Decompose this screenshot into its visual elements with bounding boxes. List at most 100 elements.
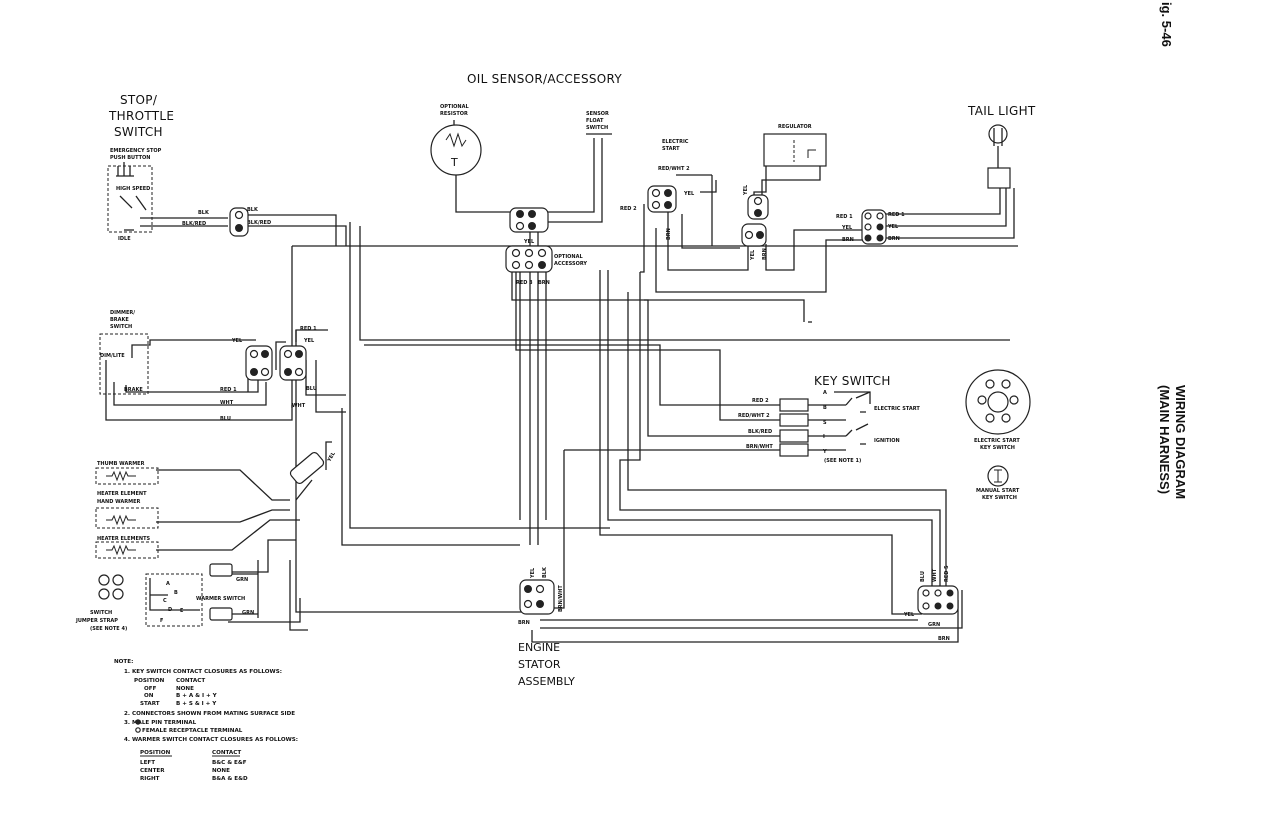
- svg-text:FEMALE RECEPTACLE TERMINAL: FEMALE RECEPTACLE TERMINAL: [142, 728, 243, 734]
- svg-text:Y: Y: [822, 449, 827, 455]
- stop-throttle-switch: STOP/ THROTTLE SWITCH EMERGENCY STOP PUS…: [107, 93, 174, 242]
- svg-text:WARMER SWITCH: WARMER SWITCH: [196, 596, 245, 602]
- svg-text:RED 1: RED 1: [836, 214, 853, 220]
- svg-text:THUMB WARMER: THUMB WARMER: [97, 461, 145, 467]
- svg-text:YEL: YEL: [903, 612, 915, 618]
- harness-wires: [105, 120, 1018, 643]
- svg-text:BRN/WHT: BRN/WHT: [558, 585, 564, 612]
- svg-text:NOTE:: NOTE:: [114, 659, 133, 665]
- svg-text:HIGH SPEED: HIGH SPEED: [116, 186, 150, 192]
- svg-text:KEY SWITCH: KEY SWITCH: [814, 374, 891, 388]
- svg-text:CONTACT: CONTACT: [176, 678, 205, 684]
- svg-text:E: E: [180, 608, 184, 614]
- svg-text:BRN: BRN: [842, 237, 854, 243]
- svg-text:KEY SWITCH: KEY SWITCH: [982, 495, 1017, 501]
- svg-text:RED 1: RED 1: [888, 212, 905, 218]
- svg-text:YEL: YEL: [841, 225, 853, 231]
- svg-text:B: B: [174, 590, 178, 596]
- svg-text:ig. 5-46: ig. 5-46: [1159, 2, 1174, 47]
- svg-text:BLU: BLU: [920, 571, 926, 582]
- svg-text:BRN: BRN: [666, 228, 672, 240]
- svg-text:BLK/RED: BLK/RED: [182, 221, 206, 227]
- svg-text:IDLE: IDLE: [118, 236, 131, 242]
- svg-text:WHT: WHT: [292, 403, 306, 409]
- svg-text:(MAIN HARNESS): (MAIN HARNESS): [1157, 385, 1172, 494]
- svg-text:GRN: GRN: [928, 622, 940, 628]
- engine-stator-labels: YEL BLK BRN/WHT BRN ENGINE STATOR ASSEMB…: [518, 565, 950, 688]
- svg-text:RED 2: RED 2: [752, 398, 769, 404]
- svg-text:T: T: [450, 156, 458, 169]
- svg-text:D: D: [168, 607, 172, 613]
- svg-text:B&C & E&F: B&C & E&F: [212, 760, 247, 766]
- electric-start-top: ELECTRIC START RED/WHT 2 RED 2 YEL: [620, 139, 695, 212]
- svg-text:4. WARMER SWITCH CONTACT CLOS: 4. WARMER SWITCH CONTACT CLOSURES AS FOL…: [124, 737, 298, 743]
- key-switch-faces: ELECTRIC START KEY SWITCH MANUAL START K…: [965, 369, 1031, 501]
- svg-text:OFF: OFF: [144, 686, 157, 692]
- svg-text:ASSEMBLY: ASSEMBLY: [518, 675, 575, 688]
- svg-text:I: I: [823, 434, 825, 440]
- svg-text:POSITION: POSITION: [140, 750, 171, 756]
- svg-text:NONE: NONE: [212, 768, 230, 774]
- svg-text:BRN: BRN: [538, 280, 550, 286]
- svg-text:PUSH BUTTON: PUSH BUTTON: [110, 155, 151, 161]
- svg-text:BRN: BRN: [888, 236, 900, 242]
- svg-text:C: C: [163, 598, 167, 604]
- svg-text:2. CONNECTORS SHOWN FROM MATI: 2. CONNECTORS SHOWN FROM MATING SURFACE …: [124, 711, 295, 717]
- svg-text:BLK: BLK: [542, 566, 548, 578]
- svg-text:A: A: [823, 390, 827, 396]
- optional-accessory-label: OPTIONAL ACCESSORY RED 3 BRN YEL: [516, 239, 587, 286]
- tail-light: TAIL LIGHT: [967, 104, 1036, 189]
- connector-regulator-lower: [741, 223, 767, 247]
- svg-text:DIM/LITE: DIM/LITE: [100, 353, 125, 359]
- connector-dimmer-2: [279, 345, 307, 381]
- svg-text:B + S & I + Y: B + S & I + Y: [176, 701, 217, 707]
- svg-text:THROTTLE: THROTTLE: [108, 109, 174, 123]
- connector-key-switch: [917, 585, 959, 615]
- connector-warmer-grn-2: [209, 607, 233, 621]
- svg-text:MANUAL START: MANUAL START: [976, 488, 1020, 494]
- svg-text:BLK/RED: BLK/RED: [247, 220, 271, 226]
- svg-text:FLOAT: FLOAT: [586, 118, 604, 124]
- svg-text:RIGHT: RIGHT: [140, 776, 160, 782]
- connector-stator: [519, 579, 555, 615]
- svg-text:F: F: [160, 618, 163, 624]
- connector-dimmer-1: [245, 345, 273, 381]
- resistor-circle: [430, 124, 482, 176]
- svg-text:BLK: BLK: [247, 207, 259, 213]
- svg-text:CONTACT: CONTACT: [212, 750, 241, 756]
- svg-text:SWITCH: SWITCH: [110, 324, 132, 330]
- svg-text:OPTIONAL: OPTIONAL: [554, 254, 583, 260]
- svg-text:BRN/WHT: BRN/WHT: [746, 444, 773, 450]
- connector-inline-yel: [289, 451, 325, 485]
- svg-text:START: START: [662, 146, 680, 152]
- svg-text:ELECTRIC START: ELECTRIC START: [874, 406, 920, 412]
- svg-text:RED 3: RED 3: [516, 280, 533, 286]
- connector-oil-sensor: [509, 207, 549, 233]
- svg-text:YEL: YEL: [743, 184, 749, 196]
- svg-text:SWITCH: SWITCH: [114, 125, 163, 139]
- svg-text:ELECTRIC: ELECTRIC: [662, 139, 689, 145]
- svg-text:BRN: BRN: [938, 636, 950, 642]
- svg-text:OPTIONAL: OPTIONAL: [440, 104, 469, 110]
- svg-text:YEL: YEL: [683, 191, 695, 197]
- svg-text:POSITION: POSITION: [134, 678, 165, 684]
- diagram-title: WIRING DIAGRAM (MAIN HARNESS): [1157, 385, 1188, 499]
- svg-text:NONE: NONE: [176, 686, 194, 692]
- svg-text:JUMPER STRAP: JUMPER STRAP: [75, 618, 118, 624]
- svg-text:YEL: YEL: [231, 338, 243, 344]
- svg-text:(SEE NOTE 1): (SEE NOTE 1): [824, 458, 861, 464]
- svg-text:OIL SENSOR/ACCESSORY: OIL SENSOR/ACCESSORY: [467, 72, 622, 86]
- svg-text:YEL: YEL: [303, 338, 315, 344]
- svg-text:GRN: GRN: [242, 610, 254, 616]
- svg-text:WHT: WHT: [220, 400, 234, 406]
- figure-label: ig. 5-46: [1159, 2, 1174, 47]
- connector-stop-switch: [229, 207, 249, 237]
- svg-text:RESISTOR: RESISTOR: [440, 111, 468, 117]
- svg-text:BRAKE: BRAKE: [124, 387, 143, 393]
- svg-text:TAIL LIGHT: TAIL LIGHT: [967, 104, 1036, 118]
- svg-text:BLU: BLU: [220, 416, 231, 422]
- svg-text:DIMMER/: DIMMER/: [110, 310, 135, 316]
- svg-text:SWITCH: SWITCH: [90, 610, 112, 616]
- notes-block: NOTE: 1. KEY SWITCH CONTACT CLOSURES AS …: [114, 659, 298, 782]
- svg-text:ENGINE: ENGINE: [518, 641, 560, 654]
